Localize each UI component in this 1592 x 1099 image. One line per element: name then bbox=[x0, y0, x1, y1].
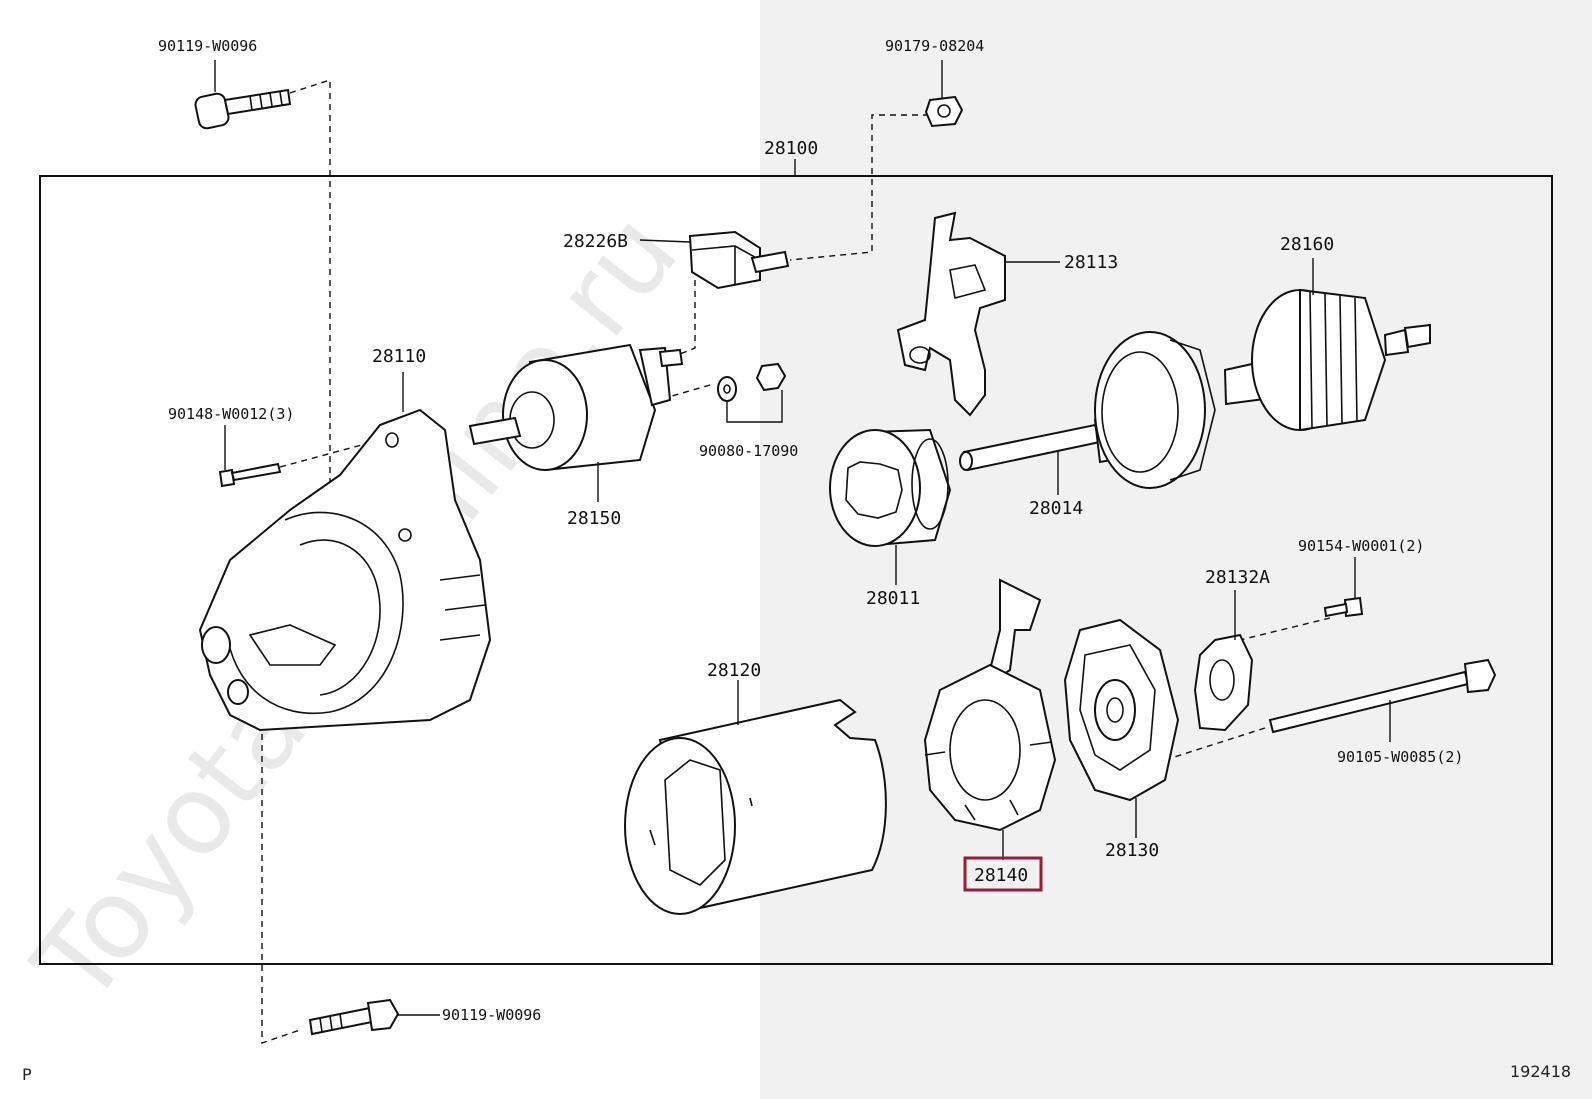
label-28014[interactable]: 28014 bbox=[1029, 498, 1083, 519]
label-28120[interactable]: 28120 bbox=[707, 660, 761, 681]
assembly-frame bbox=[39, 175, 1553, 965]
highlight-box-28140 bbox=[963, 856, 1043, 892]
label-28226b[interactable]: 28226B bbox=[563, 231, 628, 252]
label-90119-bottom[interactable]: 90119-W0096 bbox=[442, 1006, 541, 1024]
label-28011[interactable]: 28011 bbox=[866, 588, 920, 609]
dash-bolt-top bbox=[289, 79, 331, 560]
label-28132a[interactable]: 28132A bbox=[1205, 567, 1270, 588]
label-90119-top[interactable]: 90119-W0096 bbox=[158, 37, 257, 55]
yoke-28120 bbox=[624, 698, 887, 915]
solenoid-28150 bbox=[468, 343, 684, 472]
label-28160[interactable]: 28160 bbox=[1280, 234, 1334, 255]
label-90148[interactable]: 90148-W0012(3) bbox=[168, 405, 294, 423]
label-28130[interactable]: 28130 bbox=[1105, 840, 1159, 861]
label-28150[interactable]: 28150 bbox=[567, 508, 621, 529]
clutch-28011 bbox=[829, 428, 952, 547]
bolt-90119-top bbox=[194, 88, 292, 130]
plate-28132a bbox=[1193, 633, 1254, 732]
dash-throughbolt bbox=[1164, 727, 1266, 761]
footer-left: P bbox=[22, 1065, 32, 1084]
lever-28113 bbox=[896, 211, 1006, 417]
terminal-28226b bbox=[688, 230, 790, 290]
leader-90080 bbox=[726, 390, 783, 423]
end-frame-28130 bbox=[1063, 618, 1180, 802]
dash-screw-28132 bbox=[1239, 617, 1331, 641]
leader-28226b bbox=[639, 239, 691, 243]
label-90080[interactable]: 90080-17090 bbox=[699, 442, 798, 460]
label-28140[interactable]: 28140 bbox=[974, 865, 1028, 886]
washer-nut-90080 bbox=[717, 362, 787, 402]
footer-right: 192418 bbox=[1510, 1062, 1572, 1081]
label-90105[interactable]: 90105-W0085(2) bbox=[1337, 748, 1463, 766]
brush-holder-28140 bbox=[923, 578, 1057, 832]
armature-28160 bbox=[1223, 288, 1431, 432]
bolt-90119-bottom bbox=[308, 998, 400, 1036]
screw-90148 bbox=[218, 462, 282, 488]
dash-washer bbox=[664, 384, 711, 399]
label-90154[interactable]: 90154-W0001(2) bbox=[1298, 537, 1424, 555]
label-28100[interactable]: 28100 bbox=[764, 138, 818, 159]
shaft-28014 bbox=[959, 331, 1216, 489]
housing-28110 bbox=[198, 408, 492, 732]
screw-90154 bbox=[1323, 596, 1364, 618]
label-28110[interactable]: 28110 bbox=[372, 346, 426, 367]
dash-nut-top bbox=[789, 114, 940, 261]
shaded-panel bbox=[760, 0, 1592, 1099]
label-90179[interactable]: 90179-08204 bbox=[885, 37, 984, 55]
label-28113[interactable]: 28113 bbox=[1064, 252, 1118, 273]
dash-bolt-bottom bbox=[261, 690, 301, 1044]
bolt-90105 bbox=[1268, 658, 1497, 734]
nut-90179 bbox=[924, 95, 964, 128]
